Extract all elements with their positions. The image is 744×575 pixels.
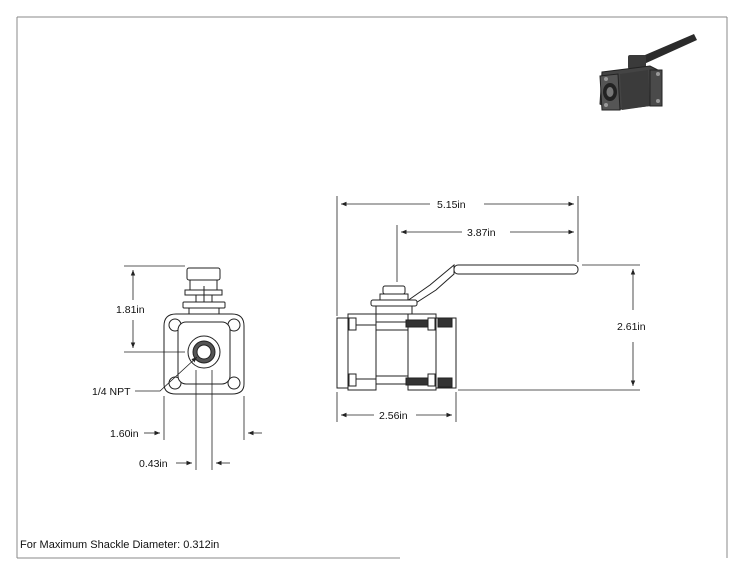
body-width-label: 1.60in xyxy=(110,428,139,440)
end-view xyxy=(163,267,245,395)
overall-height-label: 2.61in xyxy=(617,321,646,333)
sheet-border xyxy=(16,16,728,559)
side-view xyxy=(336,263,579,391)
stem-height-label: 1.81in xyxy=(116,304,145,316)
port-size-label: 1/4 NPT xyxy=(92,386,131,398)
shackle-note: For Maximum Shackle Diameter: 0.312in xyxy=(20,539,220,551)
body-length-label: 2.56in xyxy=(379,410,408,422)
isometric-valve-render xyxy=(599,34,697,111)
side-view-dimension-lines xyxy=(336,196,640,422)
handle-length-label: 3.87in xyxy=(467,227,496,239)
overall-length-label: 5.15in xyxy=(437,199,466,211)
port-diameter-label: 0.43in xyxy=(139,458,168,470)
end-view-dimension-lines xyxy=(124,265,262,470)
